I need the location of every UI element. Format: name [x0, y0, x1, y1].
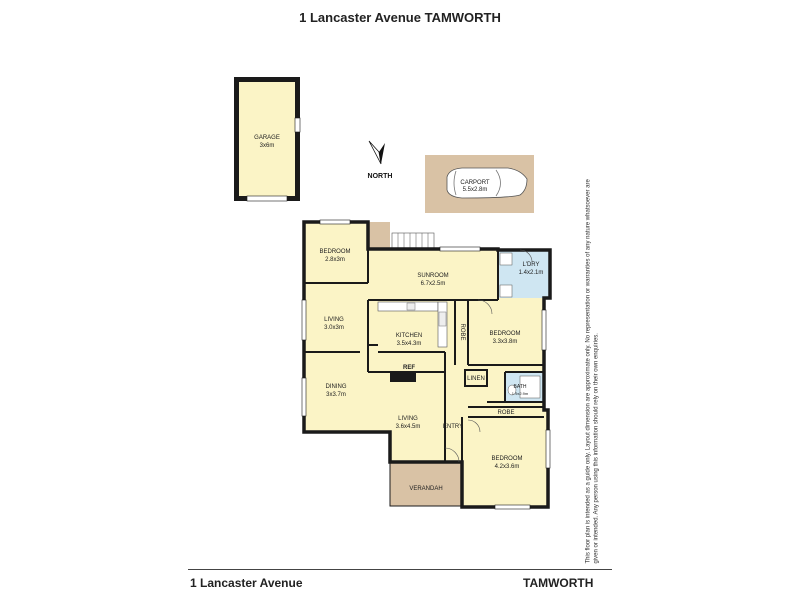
dining-label: DINING	[326, 384, 347, 390]
laundry-tub-icon	[499, 252, 513, 266]
bedroom2-size: 3.3x3.8m	[493, 339, 518, 345]
car-icon	[446, 167, 528, 199]
bedroom2-label: BEDROOM	[489, 331, 520, 337]
windows	[301, 219, 551, 510]
bedroom1-label: BEDROOM	[319, 249, 350, 255]
sunroom-label: SUNROOM	[417, 273, 448, 279]
kitchen-label: KITCHEN	[396, 333, 422, 339]
ref-label: REF	[403, 365, 415, 371]
north-label: NORTH	[368, 173, 393, 180]
washer-icon	[499, 284, 513, 298]
dining-size: 3x3.7m	[326, 392, 346, 398]
living2-label: LIVING	[398, 416, 418, 422]
living2-size: 3.6x4.5m	[396, 424, 421, 430]
robe2-label: ROBE	[497, 410, 514, 416]
plan-title: 1 Lancaster Avenue TAMWORTH	[299, 10, 501, 25]
linen-label: LINEN	[467, 376, 485, 382]
verandah	[389, 461, 463, 507]
living1-label: LIVING	[324, 317, 344, 323]
bedroom3-label: BEDROOM	[491, 456, 522, 462]
entry-label: ENTRY	[443, 424, 463, 430]
footer-address: 1 Lancaster Avenue	[190, 576, 303, 590]
kitchen-bench	[377, 301, 448, 348]
laundry-size: 1.4x2.1m	[519, 270, 544, 276]
fridge-icon	[390, 372, 416, 382]
toilet-icon	[507, 384, 517, 396]
bedroom1-size: 2.8x3m	[325, 257, 345, 263]
kitchen-size: 3.5x4.3m	[397, 341, 422, 347]
carport: CARPORT 5.5x2.8m	[425, 155, 534, 213]
footer-divider	[188, 569, 612, 570]
bedroom3-size: 4.2x3.6m	[495, 464, 520, 470]
north-arrow-icon	[368, 140, 385, 165]
garage: GARAGE 3x6m	[234, 77, 301, 202]
disclaimer-text: This floor plan is intended as a guide o…	[585, 179, 600, 564]
internal-walls	[304, 249, 544, 462]
bath-label: BATH	[514, 384, 527, 390]
verandah-label: VERANDAH	[409, 486, 442, 492]
robe1-label: ROBE	[459, 323, 465, 340]
living1-size: 3.0x3m	[324, 325, 344, 331]
sunroom-size: 6.7x2.5m	[421, 281, 446, 287]
doors	[444, 249, 533, 463]
footer-suburb: TAMWORTH	[523, 576, 594, 590]
laundry-label: L'DRY	[522, 262, 539, 268]
bath-size: 1.9x2.9m	[512, 391, 529, 396]
carport-size: 5.5x2.8m	[463, 187, 488, 193]
garage-label: GARAGE	[254, 135, 280, 141]
disclaimer: This floor plan is intended as a guide o…	[583, 170, 601, 565]
carport-label: CARPORT	[460, 180, 490, 186]
landing	[368, 222, 390, 249]
garage-size: 3x6m	[260, 143, 275, 149]
shower-icon	[519, 375, 541, 399]
